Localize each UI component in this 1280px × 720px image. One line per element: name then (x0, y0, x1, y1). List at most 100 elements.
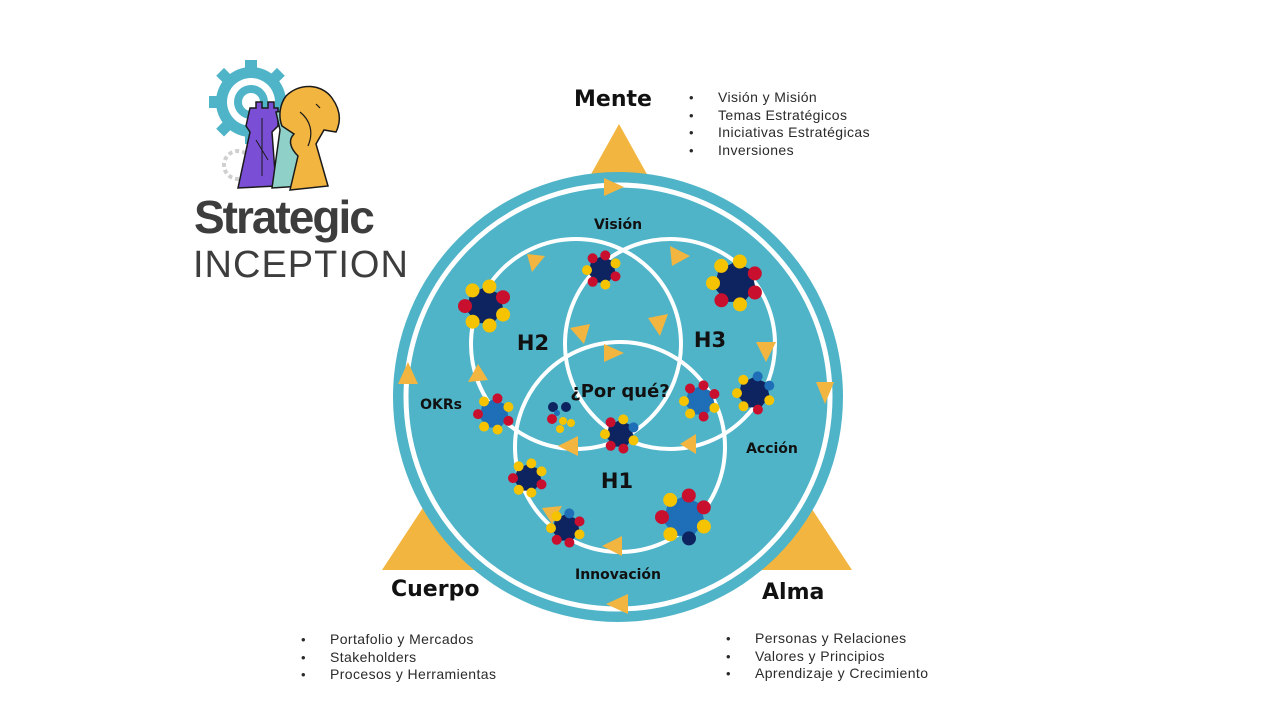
node-satellite (663, 527, 678, 542)
label-innovacion: Innovación (575, 567, 661, 583)
arrow-h3-right (756, 342, 776, 362)
brand-name-line1: Strategic (194, 191, 374, 243)
list-item: Personas y Relaciones (726, 630, 928, 648)
node-satellite (465, 283, 480, 298)
list-item: Visión y Misión (689, 89, 870, 107)
arrow-top (604, 178, 624, 196)
node-satellite (503, 402, 514, 412)
node-satellite (496, 307, 511, 322)
node-satellite (513, 461, 524, 472)
node-satellite (698, 380, 709, 391)
node-satellite (561, 402, 571, 412)
node-satellite (618, 443, 629, 454)
node-satellite (496, 290, 510, 305)
node-satellite (564, 508, 575, 519)
node-core (663, 496, 705, 536)
node-satellite (551, 534, 562, 545)
node-satellite (679, 396, 689, 407)
node-satellite (482, 318, 497, 333)
node-cluster (600, 414, 639, 454)
node-satellite (548, 402, 558, 412)
node-satellite (600, 279, 611, 290)
node-satellite (752, 371, 763, 382)
node-satellite (610, 258, 621, 269)
node-satellite (556, 425, 564, 433)
node-satellite (465, 314, 480, 329)
mente-title: Mente (574, 87, 652, 112)
node-satellite (473, 409, 483, 420)
node-satellite (733, 297, 747, 312)
node-satellite (618, 414, 629, 425)
node-satellite (526, 487, 537, 498)
arrow-left (398, 362, 418, 384)
list-item: Portafolio y Mercados (301, 631, 496, 649)
node-satellite (600, 250, 611, 261)
node-satellite (574, 529, 585, 540)
cuerpo-triangle (382, 497, 478, 570)
node-satellite (536, 479, 547, 490)
logo: Strategic INCEPTION (193, 60, 408, 286)
list-item: Stakeholders (301, 649, 496, 667)
node-satellite (752, 404, 763, 415)
node-satellite (587, 276, 598, 287)
node-satellite (628, 422, 639, 433)
arrow-right (816, 382, 834, 404)
node-satellite (714, 293, 729, 308)
node-satellite (706, 276, 720, 291)
nodes (458, 250, 775, 548)
node-satellite (605, 417, 616, 428)
node-satellite (503, 415, 514, 426)
node-satellite (714, 258, 729, 273)
arrow-h1-top (604, 344, 624, 362)
node-satellite (554, 410, 560, 416)
node-core (685, 386, 715, 415)
node-satellite (546, 523, 556, 534)
list-item: Iniciativas Estratégicas (689, 124, 870, 142)
alma-list: Personas y Relaciones Valores y Principi… (726, 630, 928, 683)
cuerpo-title: Cuerpo (391, 577, 480, 602)
arrow-h3-top (670, 246, 690, 266)
node-satellite (682, 531, 696, 546)
node-satellite (696, 500, 711, 515)
node-satellite (696, 519, 711, 534)
node-core (588, 256, 616, 283)
node-cluster (458, 279, 511, 333)
arrow-h2-inner (570, 324, 590, 344)
node-satellite (738, 374, 749, 385)
arrow-h2-top (527, 254, 545, 272)
node-cluster (473, 393, 514, 435)
node-satellite (564, 537, 575, 548)
arrow-h2-left (468, 364, 488, 382)
node-satellite (513, 484, 524, 495)
node-satellite (732, 388, 742, 399)
node-cluster (508, 458, 547, 498)
node-satellite (551, 511, 562, 522)
node-satellite (482, 279, 497, 294)
node-satellite (567, 419, 575, 427)
node-satellite (709, 402, 720, 413)
label-accion: Acción (746, 441, 798, 457)
node-satellite (685, 408, 696, 419)
mente-list: Visión y Misión Temas Estratégicos Inici… (689, 89, 870, 159)
node-cluster (732, 371, 775, 415)
node-satellite (536, 466, 547, 477)
knight-icon (279, 85, 340, 191)
list-item: Inversiones (689, 142, 870, 160)
node-satellite (587, 253, 598, 264)
node-cluster-small (547, 402, 575, 433)
list-item: Temas Estratégicos (689, 107, 870, 125)
node-cluster (679, 380, 720, 422)
node-core (479, 399, 509, 428)
cuerpo-list: Portafolio y Mercados Stakeholders Proce… (301, 631, 496, 684)
node-satellite (479, 421, 490, 432)
list-item: Valores y Principios (726, 648, 928, 666)
node-core (514, 464, 542, 491)
node-cluster (655, 488, 711, 546)
arrow-h1-right (680, 434, 696, 454)
node-satellite (747, 285, 762, 300)
node-satellite (600, 429, 610, 440)
node-satellite (559, 417, 567, 425)
node-satellite (526, 458, 537, 469)
node-core (606, 420, 634, 447)
node-satellite (764, 395, 775, 406)
